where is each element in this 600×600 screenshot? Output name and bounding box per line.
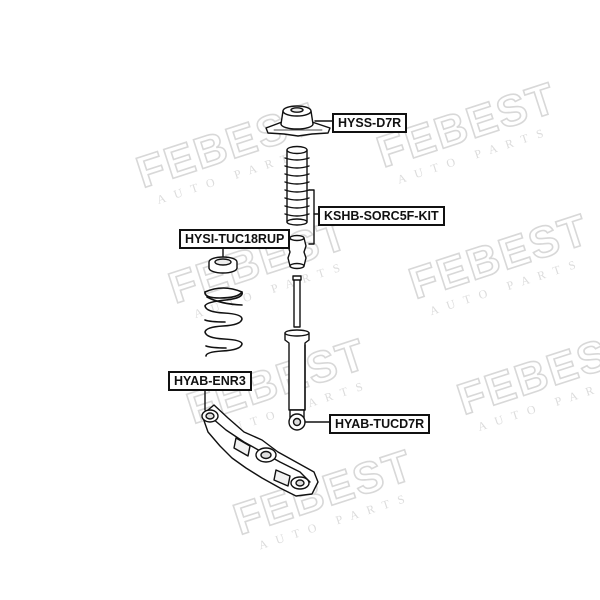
part-label-arm-bushing[interactable]: HYAB-ENR3 (168, 371, 252, 391)
dust-boot-drawing (284, 145, 310, 226)
part-label-spring-insulator[interactable]: HYSI-TUC18RUP (179, 229, 291, 249)
leader-bracket-kit (308, 189, 315, 245)
part-label-top-mount[interactable]: HYSS-D7R (332, 113, 408, 133)
trailing-arm-drawing (201, 404, 319, 497)
part-label-boot-kit[interactable]: KSHB-SORC5F-KIT (318, 206, 445, 226)
spring-insulator-drawing (208, 256, 238, 274)
coil-spring-drawing (204, 287, 243, 357)
top-mount-drawing (265, 105, 331, 137)
watermark-layer: FEBEST AUTO PARTS FEBEST AUTO PARTS FEBE… (130, 73, 600, 553)
shock-absorber-drawing (284, 275, 310, 431)
bump-stop-drawing (287, 234, 307, 270)
part-label-shock-bushing[interactable]: HYAB-TUCD7R (329, 414, 431, 434)
